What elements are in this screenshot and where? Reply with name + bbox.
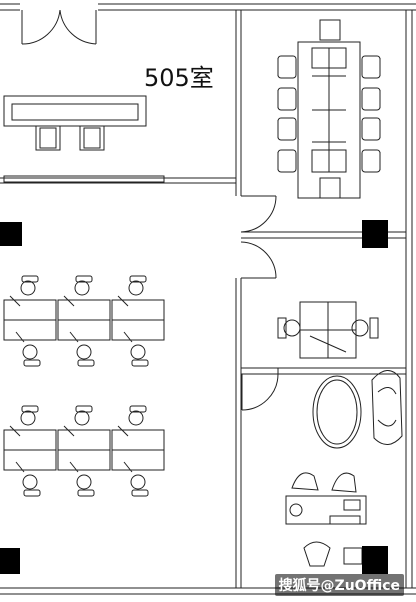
workstation-chair — [16, 332, 40, 366]
reception-desk — [4, 96, 164, 182]
room-number-label: 505室 — [144, 64, 214, 92]
workstation-chair — [10, 406, 38, 436]
workstation-group-lower — [4, 406, 164, 496]
conference-chairs — [278, 56, 380, 172]
conference-table — [298, 20, 360, 198]
conference-chair — [278, 56, 296, 78]
workstation-chair — [118, 276, 146, 306]
watermark-text: 搜狐号@ZuOffice — [274, 574, 404, 596]
workstation-chair — [70, 462, 94, 496]
workstation-chair — [64, 406, 92, 436]
conference-chair — [278, 118, 296, 140]
workstation-chair — [118, 406, 146, 436]
entrance-double-door — [22, 10, 96, 44]
workstation-chair — [124, 462, 148, 496]
workstation-group-upper — [4, 276, 164, 366]
conference-chair — [278, 150, 296, 172]
workstation-chair — [16, 462, 40, 496]
conference-chair — [278, 88, 296, 110]
partition-walls — [0, 10, 406, 588]
conference-chair — [362, 150, 380, 172]
workstation-chair — [124, 332, 148, 366]
structural-columns — [0, 220, 388, 574]
workstation-chair — [64, 276, 92, 306]
outer-walls — [0, 4, 416, 594]
workstation-chair — [70, 332, 94, 366]
conference-chair — [362, 56, 380, 78]
conference-chair — [362, 88, 380, 110]
conference-chair — [362, 118, 380, 140]
workstation-chair — [10, 276, 38, 306]
office-desks — [278, 302, 378, 358]
lounge-furniture — [286, 370, 402, 566]
